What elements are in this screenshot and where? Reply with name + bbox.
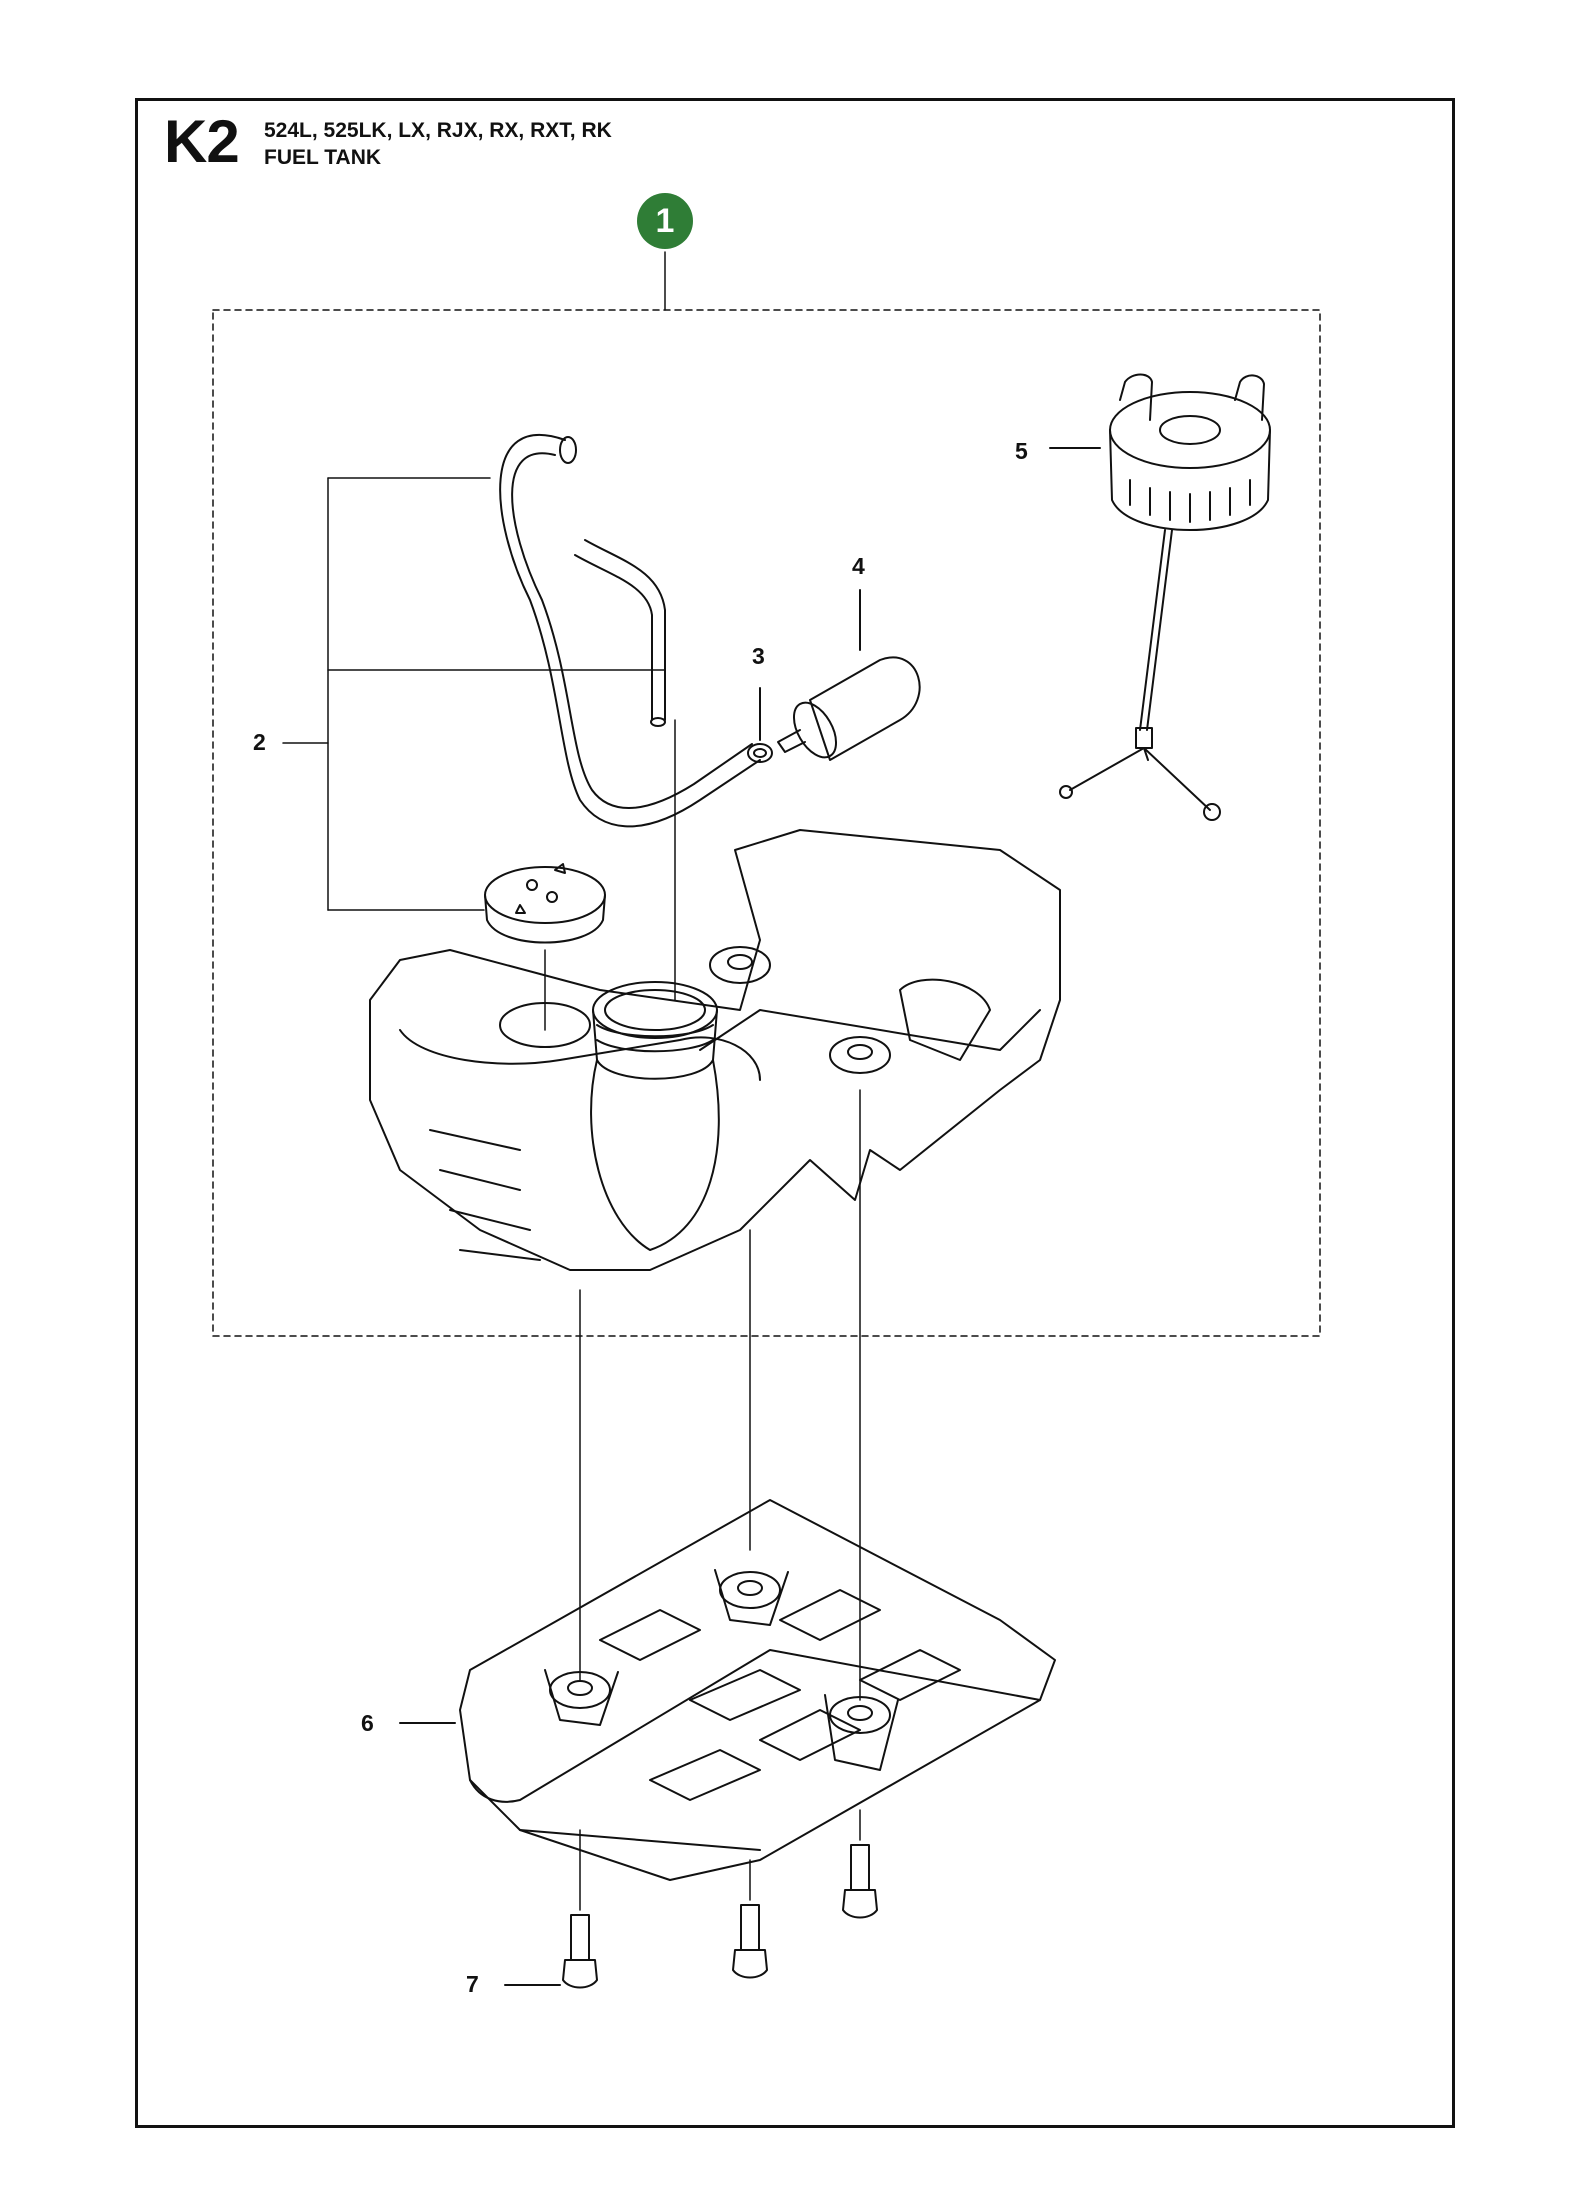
hose-clip — [747, 687, 773, 763]
page-frame — [135, 98, 1455, 2128]
assembly-badge: 1 — [637, 193, 693, 249]
callout-2: 2 — [253, 729, 266, 755]
model-list: 524L, 525LK, LX, RJX, RX, RXT, RK — [264, 119, 612, 142]
screws — [504, 1809, 878, 1989]
callout-4: 4 — [852, 553, 865, 579]
tank-plate — [399, 1499, 1056, 1881]
callout-5: 5 — [1015, 438, 1028, 464]
callout-2-bracket — [282, 477, 666, 911]
callout-3: 3 — [752, 643, 765, 669]
alignment-lines — [544, 719, 861, 1701]
assembly-boundary — [212, 309, 1321, 1337]
fuel-filter — [777, 589, 921, 761]
fuel-hose-set — [484, 433, 761, 944]
fuel-tank — [369, 829, 1061, 1271]
callout-6: 6 — [361, 1710, 374, 1736]
diagram-code: K2 — [164, 108, 240, 175]
diagram-subtitle: FUEL TANK — [264, 146, 382, 169]
callout-7: 7 — [466, 1971, 479, 1997]
fuel-cap — [1049, 373, 1271, 821]
